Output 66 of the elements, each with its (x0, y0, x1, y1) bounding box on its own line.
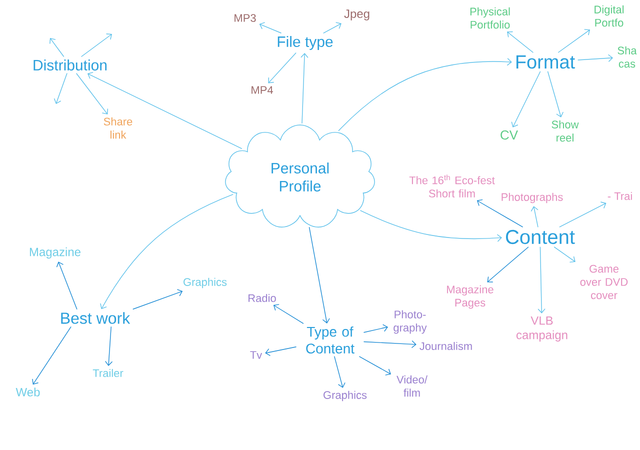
arrow (273, 304, 304, 324)
arrow (76, 73, 108, 114)
arrow (265, 346, 296, 356)
item-label: Jpeg (344, 10, 370, 20)
item-label: MP4 (252, 86, 273, 94)
arrow (511, 71, 541, 128)
arrow (559, 202, 606, 228)
branch-label: Type of Content (306, 326, 354, 354)
arrow (87, 72, 242, 149)
item-label: CV (500, 130, 518, 140)
arrow (538, 246, 546, 314)
item-label: Tv (250, 351, 262, 359)
branch-label: Content (506, 230, 575, 244)
item-label: Physical Portfolio (470, 7, 510, 29)
item-label: Video/ film (396, 375, 428, 397)
arrow (32, 326, 72, 385)
arrow (300, 53, 308, 124)
arrow (81, 34, 112, 57)
central-cloud: Personal Profile (225, 124, 375, 228)
arrow (476, 199, 523, 228)
arrow (487, 246, 529, 282)
arrow (554, 246, 576, 263)
item-label: Share link (104, 117, 132, 139)
arrow (578, 54, 613, 62)
item-label: Graphics (324, 390, 367, 402)
item-label: Game over DVD cover (580, 264, 628, 300)
branch-label: Format (516, 55, 575, 69)
item-label: Journalism (420, 342, 472, 350)
arrow (56, 262, 78, 310)
arrow (507, 31, 534, 53)
branch-label: Distribution (34, 60, 107, 70)
branch-label: File type (278, 36, 333, 50)
arrow (323, 22, 342, 34)
arrow (359, 356, 391, 376)
arrow (50, 38, 64, 57)
arrow (100, 194, 234, 310)
arrow (132, 289, 183, 310)
arrow (558, 29, 590, 53)
item-label: VLB campaign (516, 316, 568, 342)
arrow (259, 22, 282, 34)
item-label: - Trai (608, 192, 632, 200)
arrow (268, 52, 296, 84)
item-label: The 16$^{th}$ Eco-fest Short film (409, 174, 495, 198)
arrow (364, 340, 416, 348)
item-label: Graphics (184, 278, 227, 288)
item-label: Web (16, 388, 40, 396)
item-label: Photographs (502, 192, 563, 204)
arrow (360, 210, 502, 242)
item-label: Magazine Pages (447, 285, 494, 309)
arrow (364, 324, 388, 333)
arrow (54, 73, 68, 104)
arrow (547, 71, 564, 118)
item-label: Photo- graphy (394, 310, 427, 334)
arrow (530, 206, 538, 228)
arrow (334, 356, 346, 388)
item-label: Radio (248, 294, 276, 302)
item-label: Digital Portfo (594, 5, 624, 27)
arrow (338, 58, 512, 131)
item-label: Show reel (552, 120, 579, 142)
item-label: Trailer (92, 368, 124, 378)
arrow (308, 226, 330, 324)
arrow (104, 326, 113, 366)
item-label: Sha cas (618, 46, 637, 68)
branch-label: Best work (61, 312, 130, 324)
item-label: MP3 (234, 14, 256, 22)
item-label: Magazine (30, 247, 80, 259)
